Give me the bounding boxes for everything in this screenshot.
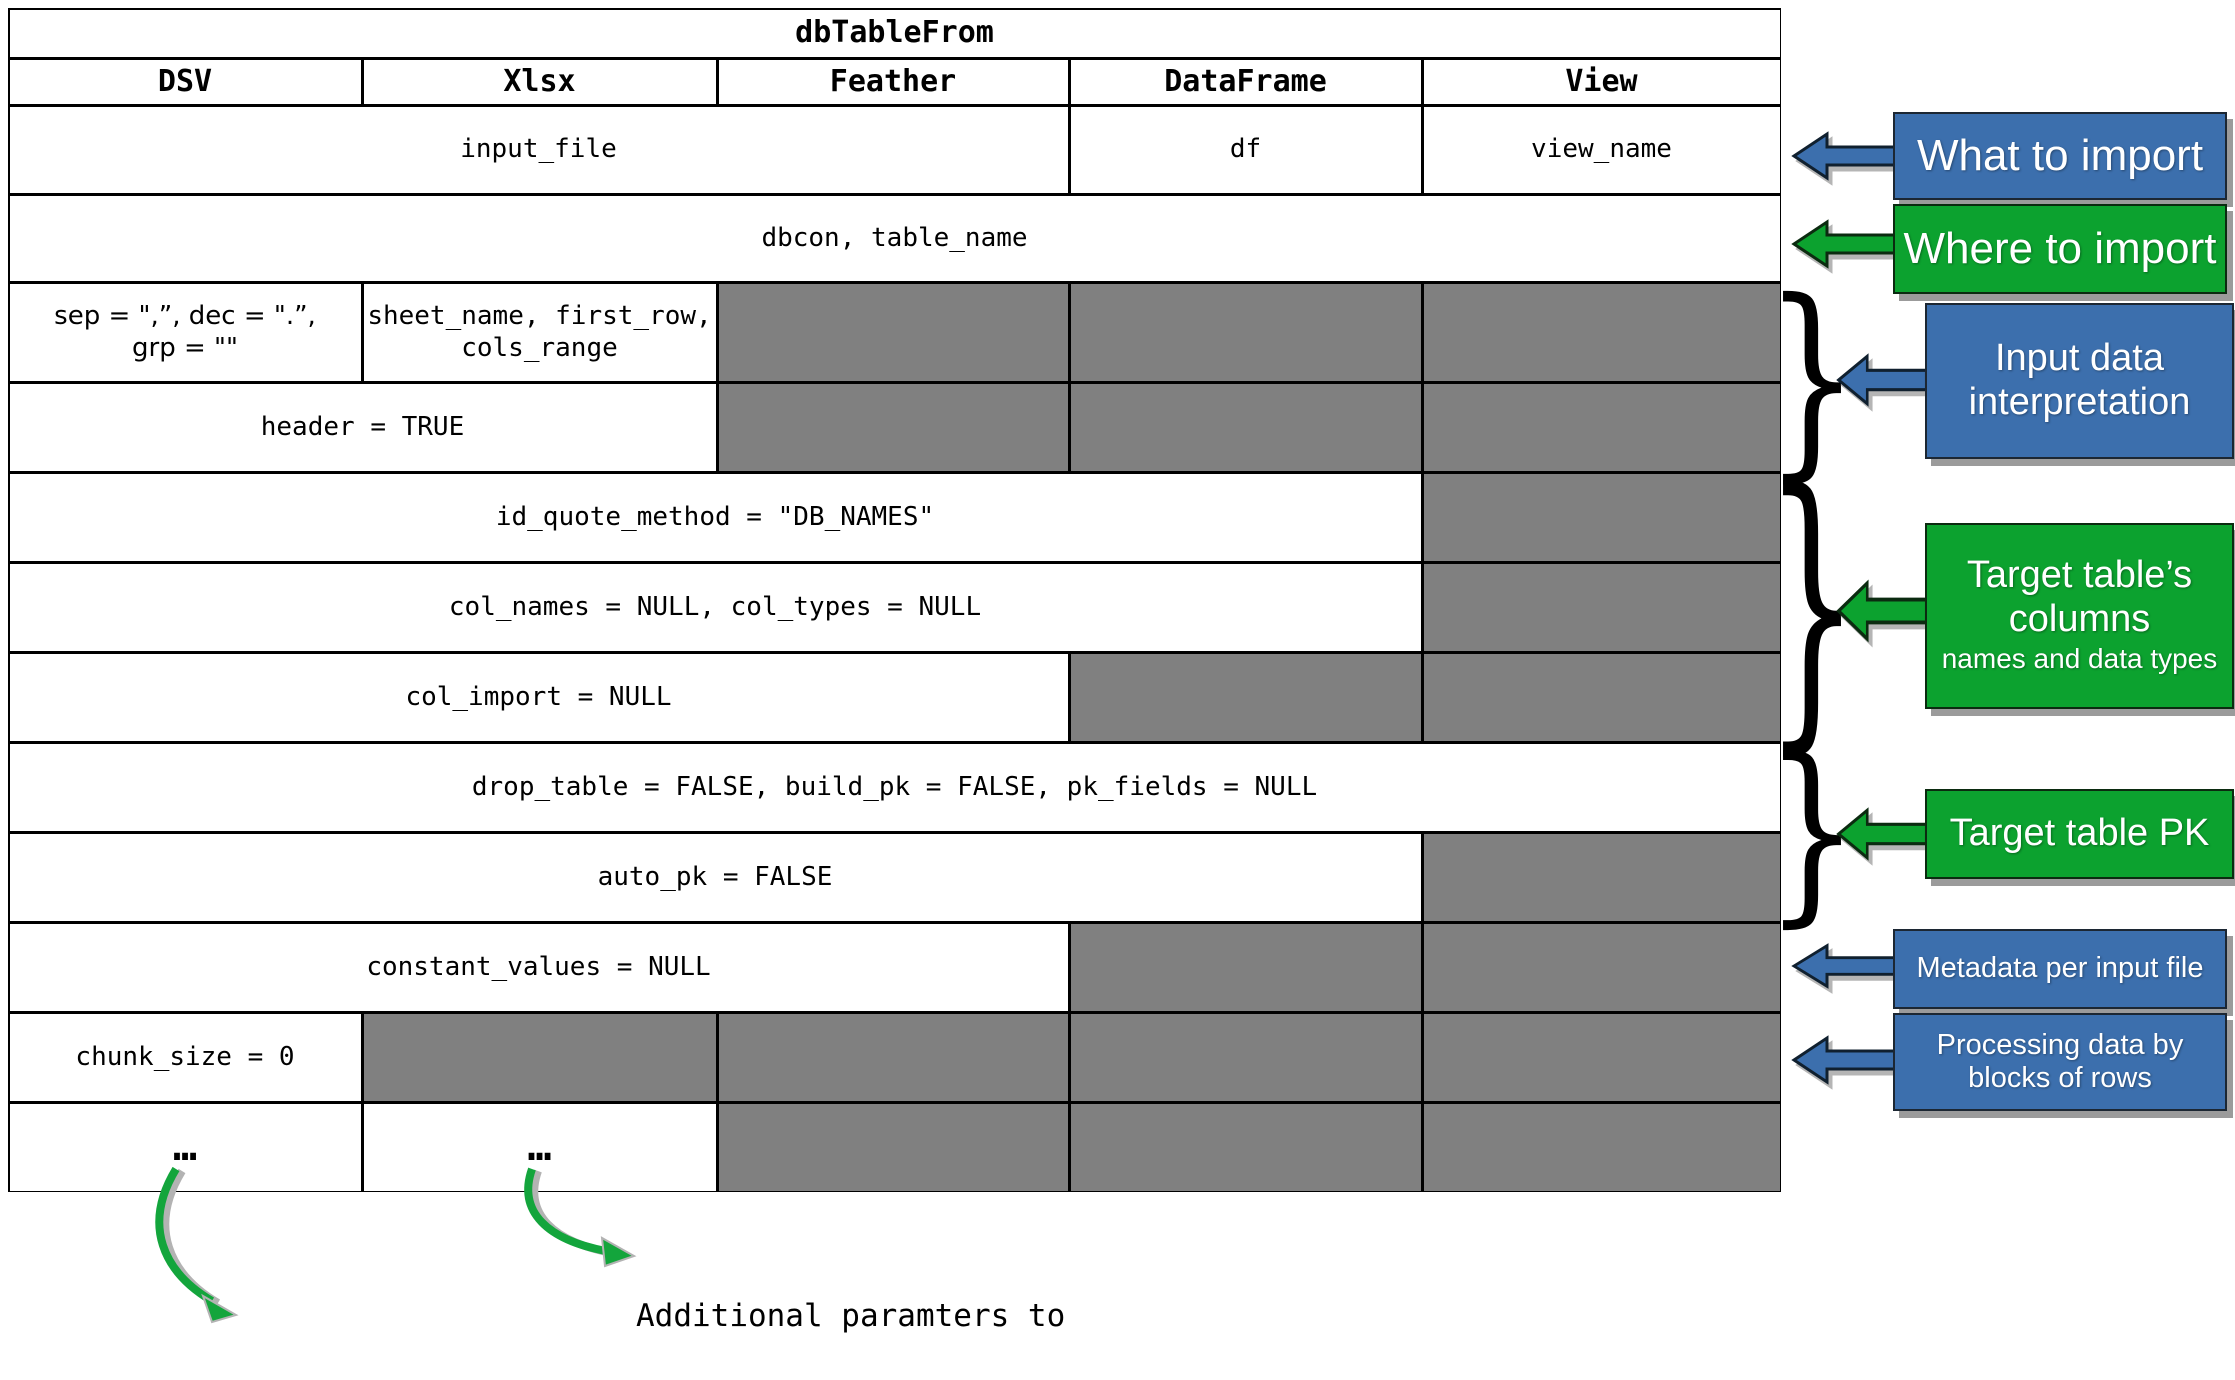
note-dsv-extra-params: Additional paramters to base::scan xyxy=(148,1290,577,1380)
table-cell-input-interpretation-1 xyxy=(1070,283,1421,381)
table-cell-title: dbTableFrom xyxy=(9,9,1780,57)
callout-what-to-import: What to import xyxy=(1893,112,2227,200)
table-cell-constant-values xyxy=(1423,923,1780,1011)
table-cell-input-interpretation-1: sep = ",”, dec = ".”, grp = "" xyxy=(9,283,361,381)
left-arrow-icon xyxy=(1791,219,1897,269)
callout-where-to-import: Where to import xyxy=(1893,204,2227,294)
callout-label: Where to import xyxy=(1903,223,2217,273)
table-cell-auto-pk xyxy=(1423,833,1780,921)
callout-label: Target table PK xyxy=(1949,812,2210,855)
table-cell-input-interpretation-1 xyxy=(718,283,1068,381)
table-cell-auto-pk: auto_pk = FALSE xyxy=(9,833,1421,921)
table-cell-drop-table: drop_table = FALSE, build_pk = FALSE, pk… xyxy=(9,743,1780,831)
callout-sublabel: names and data types xyxy=(1941,643,2218,675)
table-cell-input-interpretation-2 xyxy=(1070,383,1421,471)
callout-metadata-per-input-file: Metadata per input file xyxy=(1893,929,2227,1009)
callout-input-data-interpretation: Input data interpretation xyxy=(1925,303,2234,459)
table-cell-constant-values: constant_values = NULL xyxy=(9,923,1068,1011)
left-arrow-icon xyxy=(1791,943,1897,989)
table-cell-chunk-size xyxy=(363,1013,716,1101)
callout-label: Target table’s xyxy=(1966,554,2193,597)
left-arrow-icon xyxy=(1836,353,1928,407)
callout-label: columns xyxy=(2008,597,2151,640)
table-cell-column-headers: DataFrame xyxy=(1070,59,1421,104)
table-cell-column-headers: View xyxy=(1423,59,1780,104)
table-cell-column-headers: Feather xyxy=(718,59,1068,104)
table-cell-col-names xyxy=(1423,563,1780,651)
callout-target-table-columns: Target table’s columns names and data ty… xyxy=(1925,523,2234,709)
table-cell-chunk-size xyxy=(1070,1013,1421,1101)
callout-processing-blocks: Processing data by blocks of rows xyxy=(1893,1013,2227,1111)
note-xlsx-extra-params: Additional paramters to openxlsx2::wb_to… xyxy=(636,1204,1065,1380)
left-arrow-icon xyxy=(1791,131,1897,181)
left-arrow-icon xyxy=(1836,807,1928,861)
table-cell-chunk-size xyxy=(718,1013,1068,1101)
table-cell-input-file: df xyxy=(1070,106,1421,193)
table-cell-constant-values xyxy=(1070,923,1421,1011)
left-arrow-icon xyxy=(1836,579,1928,643)
table-cell-input-interpretation-1 xyxy=(1423,283,1780,381)
table-cell-col-import xyxy=(1423,653,1780,741)
left-arrow-icon xyxy=(1791,1035,1897,1085)
callout-target-table-pk: Target table PK xyxy=(1925,789,2234,879)
table-cell-dots: … xyxy=(363,1103,716,1191)
table-cell-col-import xyxy=(1070,653,1421,741)
table-cell-dots xyxy=(1423,1103,1780,1191)
table-cell-column-headers: Xlsx xyxy=(363,59,716,104)
callout-label: interpretation xyxy=(1968,381,2191,423)
table-cell-dbcon: dbcon, table_name xyxy=(9,195,1780,281)
table-cell-input-interpretation-2 xyxy=(1423,383,1780,471)
table-cell-column-headers: DSV xyxy=(9,59,361,104)
table-cell-input-interpretation-1: sheet_name, first_row, cols_range xyxy=(363,283,716,381)
callout-label: Metadata per input file xyxy=(1916,952,2204,985)
table-cell-col-import: col_import = NULL xyxy=(9,653,1068,741)
note-line: Additional paramters to xyxy=(636,1297,1066,1334)
table-cell-dots xyxy=(718,1103,1068,1191)
callout-label: blocks of rows xyxy=(1968,1062,2152,1094)
callout-label: Processing data by xyxy=(1936,1028,2184,1061)
callout-label: What to import xyxy=(1916,130,2204,180)
table-cell-chunk-size: chunk_size = 0 xyxy=(9,1013,361,1101)
table-cell-input-interpretation-2 xyxy=(718,383,1068,471)
table-cell-input-file: view_name xyxy=(1423,106,1780,193)
table-cell-dots xyxy=(1070,1103,1421,1191)
table-cell-id-quote-method xyxy=(1423,473,1780,561)
arrowhead-xlsx xyxy=(600,1236,637,1268)
table-cell-col-names: col_names = NULL, col_types = NULL xyxy=(9,563,1421,651)
brace-target-pk: } xyxy=(1764,718,1860,946)
callout-label: Input data xyxy=(1994,337,2165,380)
table-cell-input-interpretation-2: header = TRUE xyxy=(9,383,716,471)
table-cell-dots: … xyxy=(9,1103,361,1191)
table-cell-id-quote-method: id_quote_method = "DB_NAMES" xyxy=(9,473,1421,561)
table-cell-input-file: input_file xyxy=(9,106,1068,193)
table-cell-chunk-size xyxy=(1423,1013,1780,1101)
